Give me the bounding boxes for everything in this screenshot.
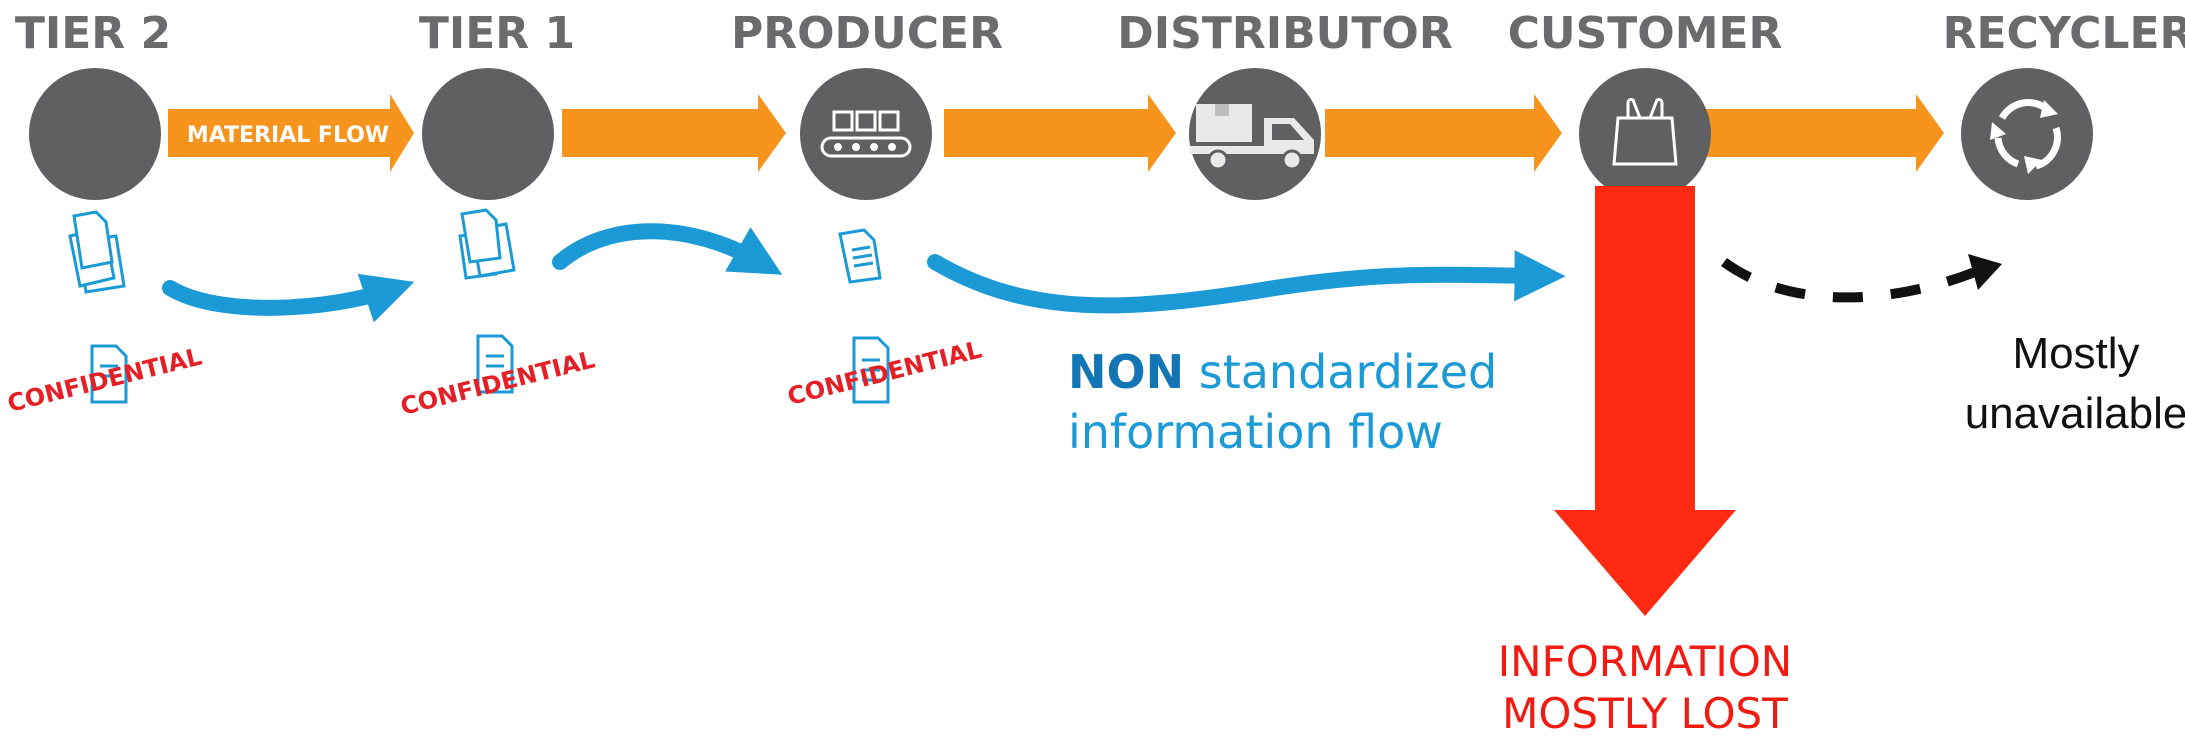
stage-label-recycler: RECYCLER — [1943, 8, 2185, 59]
info-arrow-1 — [162, 273, 415, 323]
document-icon — [476, 334, 514, 394]
material-arrow-5 — [1705, 94, 1944, 172]
material-arrow-2 — [562, 94, 786, 172]
document-icon — [90, 344, 128, 404]
stage-label-distributor: DISTRIBUTOR — [1117, 8, 1452, 59]
node-tier2 — [29, 68, 161, 200]
document-icon — [458, 208, 516, 280]
document-icon — [68, 210, 126, 294]
shopping-bag-icon — [1612, 98, 1678, 166]
lost-line1: INFORMATION — [1498, 637, 1792, 686]
unavailable-arrow-head — [1968, 254, 2002, 290]
node-recycler — [1961, 68, 2093, 200]
material-arrow-1 — [168, 94, 414, 172]
document-icon — [838, 228, 882, 284]
node-customer — [1579, 68, 1711, 200]
stage-label-customer: CUSTOMER — [1508, 8, 1783, 59]
unavailable-line2: unavailable — [1965, 389, 2185, 438]
material-arrow-3 — [944, 94, 1176, 172]
information-flow-arrows — [162, 223, 1566, 323]
document-icon — [852, 336, 890, 404]
node-producer — [800, 68, 932, 200]
material-flow-arrows — [168, 94, 1944, 172]
conveyor-belt-icon — [820, 110, 912, 158]
information-lost-arrow — [1554, 186, 1736, 616]
info-flow-rest: standardized — [1184, 345, 1497, 399]
stage-label-producer: PRODUCER — [731, 8, 1003, 59]
info-arrow-2 — [552, 223, 783, 275]
unavailable-line1: Mostly — [2012, 329, 2139, 378]
info-flow-line1: NON standardized — [1068, 345, 1497, 399]
material-flow-label: MATERIAL FLOW — [187, 123, 389, 148]
lost-line2: MOSTLY LOST — [1502, 689, 1788, 738]
delivery-truck-icon — [1190, 104, 1314, 171]
info-arrow-3 — [927, 250, 1566, 314]
stage-label-tier1: TIER 1 — [419, 8, 575, 59]
info-flow-line2: information flow — [1068, 405, 1443, 459]
unavailable-dashed-arrow — [1721, 257, 1977, 303]
stage-label-tier2: TIER 2 — [15, 8, 171, 59]
info-flow-bold: NON — [1068, 345, 1184, 399]
material-arrow-4 — [1325, 94, 1562, 172]
node-tier1 — [422, 68, 554, 200]
